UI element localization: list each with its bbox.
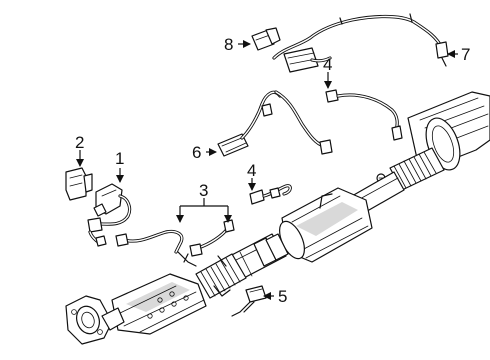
- callout-5: 5: [278, 287, 287, 306]
- exhaust-pipe-assembly: [65, 91, 490, 345]
- part-2-bracket: [65, 167, 93, 201]
- part-4-temp-sensor-lower: [249, 184, 292, 205]
- part-4-temp-sensor-upper: [325, 89, 403, 141]
- part-3-pressure-hoses: [115, 219, 235, 267]
- part-8-connector: [251, 27, 281, 51]
- inlet-flange: [65, 295, 125, 345]
- part-1-oxygen-sensor: [87, 183, 132, 247]
- part-5-sensor: [231, 285, 267, 317]
- callout-numbers: 1 2 3 4 4 5 6 7 8: [75, 35, 470, 306]
- callout-4-lower: 4: [247, 161, 256, 180]
- catalytic-converter: [111, 273, 207, 335]
- part-7-sensor-harness: [272, 13, 449, 73]
- callout-6: 6: [192, 143, 201, 162]
- callout-1: 1: [115, 149, 124, 168]
- callout-8: 8: [224, 35, 233, 54]
- callout-3: 3: [199, 181, 208, 200]
- flex-pipe-front: [195, 253, 247, 299]
- callout-leaders: [76, 40, 458, 300]
- callout-4-upper: 4: [323, 55, 332, 74]
- callout-7: 7: [461, 45, 470, 64]
- part-6-nox-sensor: [217, 90, 333, 157]
- callout-2: 2: [75, 133, 84, 152]
- particulate-filter: [279, 187, 373, 263]
- pipe-hangers: [213, 193, 333, 297]
